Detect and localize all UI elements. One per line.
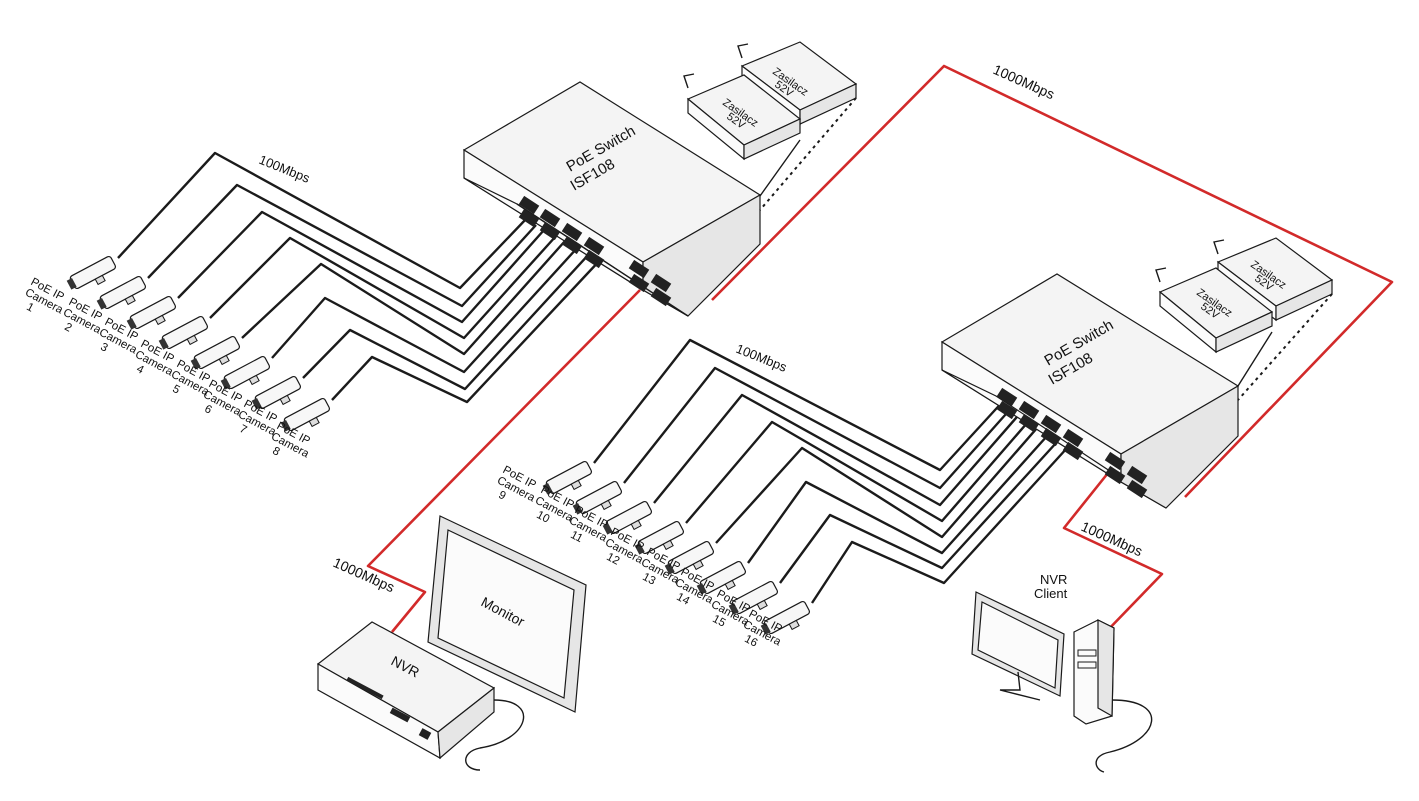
camera-mount xyxy=(692,559,704,571)
camera-lens xyxy=(280,419,291,432)
poe-ip-camera-6 xyxy=(220,355,271,390)
poe-ip-camera-14 xyxy=(696,560,747,595)
camera-number-text: 10 xyxy=(534,509,551,526)
cables-group-1 xyxy=(117,151,603,404)
camera-lens xyxy=(634,542,645,555)
camera-number-text: 11 xyxy=(568,529,584,545)
uplink-speed-label: 1000Mbps xyxy=(991,61,1057,102)
poe-ip-camera-4 xyxy=(158,315,209,350)
camera-mount xyxy=(600,499,612,511)
camera-mount xyxy=(570,479,582,491)
camera-body xyxy=(99,275,147,310)
camera-number-text: 8 xyxy=(270,445,281,459)
poe-ip-camera-15 xyxy=(728,580,779,615)
camera-lens xyxy=(664,562,675,575)
camera-body xyxy=(193,335,241,370)
monitor: Monitor xyxy=(427,515,587,713)
camera-number-text: 15 xyxy=(710,613,727,630)
poe-ip-camera-5 xyxy=(190,335,241,370)
camera-lens xyxy=(602,522,613,535)
camera-number-text: 7 xyxy=(237,423,248,437)
nvr-recorder: NVR xyxy=(316,621,525,771)
camera-mount xyxy=(756,599,768,611)
camera-lens xyxy=(158,337,169,350)
camera-body xyxy=(69,255,117,290)
poe-ip-camera-9 xyxy=(542,460,593,495)
camera-number-text: 4 xyxy=(134,363,146,377)
camera-body xyxy=(129,295,177,330)
camera-mount xyxy=(248,374,260,386)
camera-mount xyxy=(279,394,291,406)
camera-lens xyxy=(572,502,583,515)
camera-mount xyxy=(218,354,230,366)
camera-lens xyxy=(126,317,137,330)
camera-body xyxy=(637,520,685,555)
access-speed-label-2: 100Mbps xyxy=(734,341,790,375)
camera-lens xyxy=(251,397,262,410)
camera-lens xyxy=(696,582,707,595)
camera-number-text: 2 xyxy=(62,321,73,335)
camera-body xyxy=(161,315,209,350)
camera-mount xyxy=(154,314,166,326)
switch-2-ports xyxy=(996,387,1148,499)
camera-mount xyxy=(788,619,800,631)
power-supplies-1: Zasilacz 52V Zasilacz 52V xyxy=(683,41,858,211)
camera-lens xyxy=(760,622,771,635)
camera-lens xyxy=(542,482,553,495)
camera-number-text: 13 xyxy=(640,571,657,588)
poe-ip-camera-12 xyxy=(634,520,685,555)
nvr-client: NVR Client xyxy=(971,572,1153,773)
camera-number-text: 5 xyxy=(170,383,181,397)
camera-mount xyxy=(186,334,198,346)
camera-mount xyxy=(630,519,642,531)
poe-switch-1: PoE Switch ISF108 xyxy=(462,81,762,317)
camera-mount xyxy=(662,539,674,551)
poe-switch-2: PoE Switch ISF108 xyxy=(940,273,1240,509)
poe-ip-camera-2 xyxy=(96,275,147,310)
camera-number-text: 12 xyxy=(604,551,621,568)
camera-mount xyxy=(124,294,136,306)
camera-lens xyxy=(96,297,107,310)
poe-ip-camera-3 xyxy=(126,295,177,330)
camera-mount xyxy=(308,416,320,428)
camera-number-text: 16 xyxy=(742,633,759,650)
poe-ip-camera-7 xyxy=(251,375,302,410)
camera-lens xyxy=(190,357,201,370)
camera-lens xyxy=(66,277,77,290)
poe-ip-camera-11 xyxy=(602,500,653,535)
camera-number-text: 1 xyxy=(24,301,35,315)
camera-mount xyxy=(724,579,736,591)
nvr-client-title: NVR xyxy=(1040,572,1067,587)
switch-1-ports xyxy=(518,195,672,307)
camera-lens xyxy=(728,602,739,615)
poe-ip-camera-8 xyxy=(280,397,331,432)
cables-group-2 xyxy=(593,338,1079,604)
poe-ip-camera-13 xyxy=(664,540,715,575)
camera-body xyxy=(223,355,271,390)
poe-ip-camera-16 xyxy=(760,600,811,635)
camera-body xyxy=(254,375,302,410)
poe-ip-camera-1 xyxy=(66,255,117,290)
camera-mount xyxy=(94,274,106,286)
camera-number-text: 9 xyxy=(496,489,507,503)
nvr-client-subtitle: Client xyxy=(1034,586,1068,601)
camera-number-text: 3 xyxy=(98,341,109,355)
gigabit-links xyxy=(366,64,1394,635)
camera-number-text: 14 xyxy=(674,591,691,608)
power-supplies-2: Zasilacz 52V Zasilacz 52V xyxy=(1155,237,1334,401)
poe-ip-camera-10 xyxy=(572,480,623,515)
camera-lens xyxy=(220,377,231,390)
camera-number-text: 6 xyxy=(202,403,213,417)
